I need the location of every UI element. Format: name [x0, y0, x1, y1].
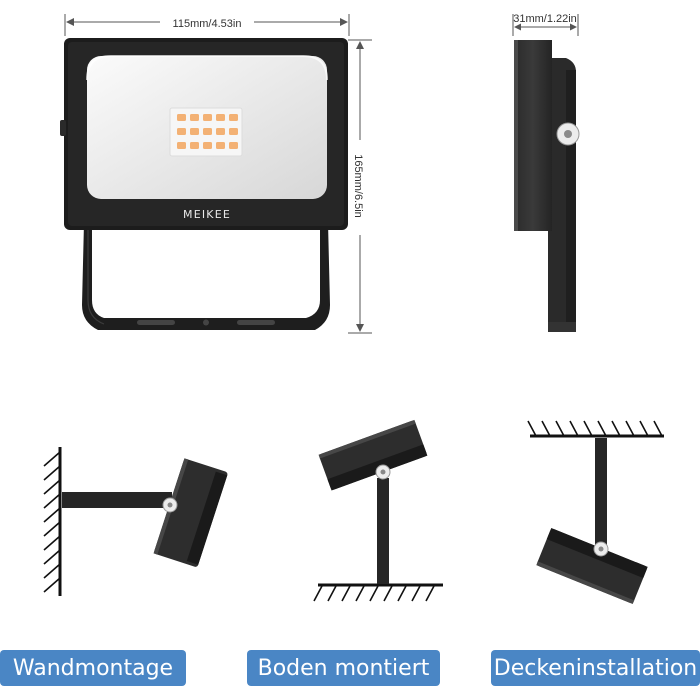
floor-mount-label: Boden montiert	[247, 650, 440, 686]
wall-mount-label: Wandmontage	[0, 650, 186, 686]
height-label: 165mm/6.5in	[352, 154, 364, 218]
floodlight-front-view: MEIKEE	[60, 38, 348, 330]
ceiling-mount-label-text: Deckeninstallation	[493, 655, 698, 681]
ceiling-mount-label: Deckeninstallation	[491, 650, 700, 686]
floodlight-side-view	[514, 40, 580, 332]
width-label: 115mm/4.53in	[173, 18, 242, 30]
height-dimension: 165mm/6.5in	[348, 39, 372, 334]
width-dimension: 115mm/4.53in	[64, 14, 350, 36]
wall-mount-label-text: Wandmontage	[12, 655, 174, 681]
floor-mount-illustration	[313, 419, 443, 602]
brand-logo: MEIKEE	[183, 208, 231, 221]
depth-dimension: 31mm/1.22in	[512, 13, 579, 36]
depth-label: 31mm/1.22in	[513, 13, 577, 25]
ceiling-mount-illustration	[527, 420, 664, 605]
floor-mount-label-text: Boden montiert	[257, 655, 430, 681]
wall-mount-illustration	[43, 447, 228, 596]
led-chip-array	[177, 114, 238, 149]
